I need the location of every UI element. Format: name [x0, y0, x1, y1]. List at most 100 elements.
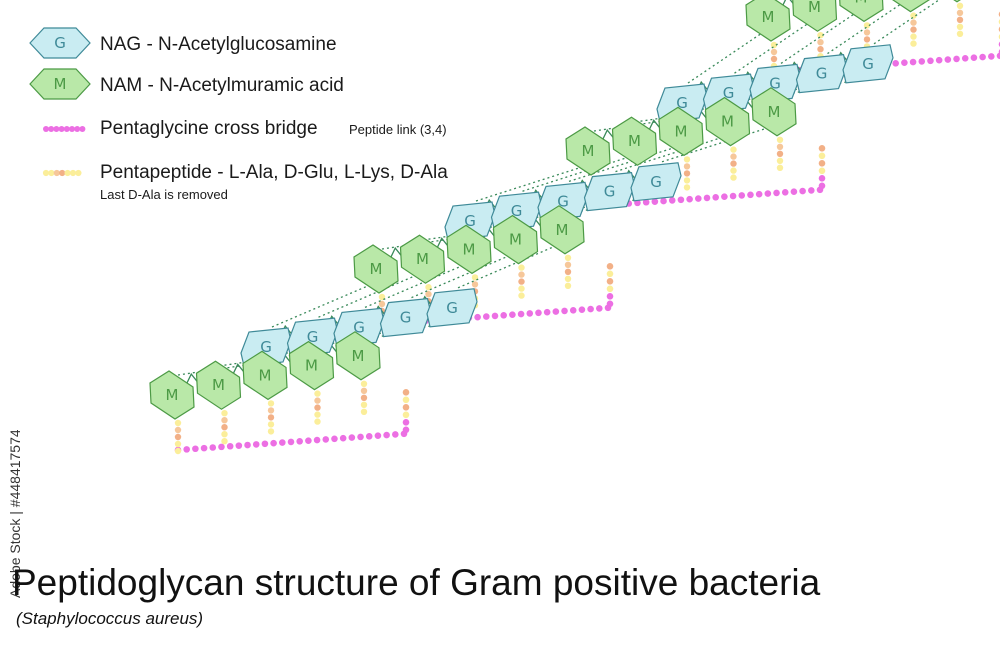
legend-glycine-dot: [48, 126, 55, 132]
nam-sugar: M: [658, 106, 704, 157]
nam-sugar: M: [792, 0, 838, 32]
legend-peptide-label: Pentapeptide - L-Ala, D-Glu, L-Lys, D-Al…: [100, 162, 448, 183]
peptide-residue: [956, 23, 964, 30]
legend-nam-label: NAM - N-Acetylmuramic acid: [100, 75, 344, 96]
nag-sugar: G: [795, 53, 848, 94]
nam-hexagon: [492, 214, 539, 265]
glycine-dot: [970, 54, 978, 61]
sugar-letter: M: [509, 231, 522, 249]
peptide-tail-residue: [606, 270, 614, 278]
nam-hexagon: [353, 244, 399, 294]
peptide-residue: [683, 177, 691, 184]
glycine-dot: [331, 435, 338, 443]
nam-hexagon: [892, 0, 930, 13]
glycine-dot: [790, 188, 798, 195]
peptide-tail-residue: [818, 167, 826, 175]
peptide-residue: [174, 426, 182, 434]
nag-hexagon: [630, 162, 682, 202]
peptide-residue: [314, 397, 321, 404]
peptide-residue: [730, 146, 737, 153]
nam-hexagon: [751, 87, 797, 137]
peptide-residue: [564, 261, 572, 268]
glycine-dot: [569, 306, 577, 314]
sugar-letter: M: [855, 0, 868, 6]
peptide-residue: [314, 411, 321, 418]
peptide-residue: [425, 291, 432, 298]
glycine-dot: [799, 187, 806, 195]
interstrand-linker: [522, 156, 629, 192]
glycine-dot: [729, 192, 737, 200]
sugar-letter: G: [604, 183, 616, 201]
nam-hexagon: [565, 126, 611, 176]
glycine-dot: [552, 308, 560, 315]
peptide-residue: [174, 440, 182, 448]
sugar-letter: M: [675, 122, 688, 140]
nag-sugar: G: [630, 162, 682, 202]
nam-hexagon: [745, 0, 791, 42]
glycine-dot: [596, 305, 603, 312]
interstrand-linker: [661, 127, 769, 163]
glycine-dot: [270, 439, 277, 447]
peptide-residue: [518, 285, 525, 292]
peptide-residue: [683, 170, 691, 177]
peptide-tail-residue: [606, 293, 614, 300]
sugar-letter: M: [166, 386, 179, 404]
glycine-dot: [561, 307, 568, 315]
nam-sugar: M: [353, 244, 399, 294]
glycine-dot: [209, 444, 217, 451]
nag-hexagon: [426, 288, 478, 328]
glycine-dot: [808, 187, 815, 194]
nam-hexagon: [195, 360, 242, 410]
peptide-tail-residue: [818, 145, 826, 152]
glycine-dot: [491, 312, 499, 320]
sugar-letter: M: [463, 240, 476, 258]
glycine-dot: [953, 55, 960, 63]
glycine-dot: [261, 440, 269, 448]
peptide-residue: [378, 293, 386, 301]
nam-sugar: M: [892, 0, 930, 13]
legend-peptide-dot: [59, 169, 66, 177]
glycine-dot: [578, 306, 586, 313]
glycine-dot: [668, 197, 676, 204]
legend-nag-label: NAG - N-Acetylglucosamine: [100, 34, 337, 55]
glycine-dot: [183, 446, 190, 453]
glycine-dot: [192, 445, 199, 453]
diagram-title: Peptidoglycan structure of Gram positive…: [12, 562, 821, 603]
nam-hexagon: [953, 0, 961, 3]
peptide-residue: [776, 164, 784, 171]
peptide-residue: [564, 282, 572, 289]
glycine-dot: [634, 199, 641, 207]
glycine-dot: [535, 309, 542, 317]
nam-sugar: M: [704, 96, 751, 147]
glycine-dot: [483, 313, 490, 320]
glycine-dot: [996, 52, 1000, 60]
nam-hexagon: [792, 0, 838, 32]
peptide-residue: [378, 300, 386, 308]
peptide-residue: [221, 424, 228, 431]
legend-peptide-dot: [75, 169, 82, 177]
nam-hexagon: [704, 96, 751, 147]
nam-sugar: M: [751, 87, 797, 137]
nag-sugar: G: [583, 171, 636, 212]
peptide-residue: [776, 150, 784, 157]
sugar-letter: M: [416, 250, 429, 268]
peptide-residue: [174, 447, 182, 455]
peptide-residue: [730, 167, 737, 174]
sugar-letter: G: [511, 202, 523, 220]
peptide-tail-residue: [402, 411, 410, 419]
sugar-letter: M: [212, 376, 225, 394]
nam-sugar: M: [539, 205, 585, 255]
peptide-residue: [683, 156, 691, 163]
peptide-tail-residue: [606, 263, 614, 270]
glycine-dot: [235, 442, 243, 449]
sugar-letter: G: [353, 318, 365, 336]
glycine-dot: [712, 193, 719, 201]
nam-hexagon: [399, 234, 446, 284]
sugar-letter: G: [260, 338, 272, 356]
peptide-residue: [863, 29, 871, 36]
legend-bridge: Pentaglycine cross bridge Peptide link (…: [43, 118, 447, 139]
nam-hexagon: [335, 331, 381, 381]
glycine-dot: [200, 444, 208, 452]
